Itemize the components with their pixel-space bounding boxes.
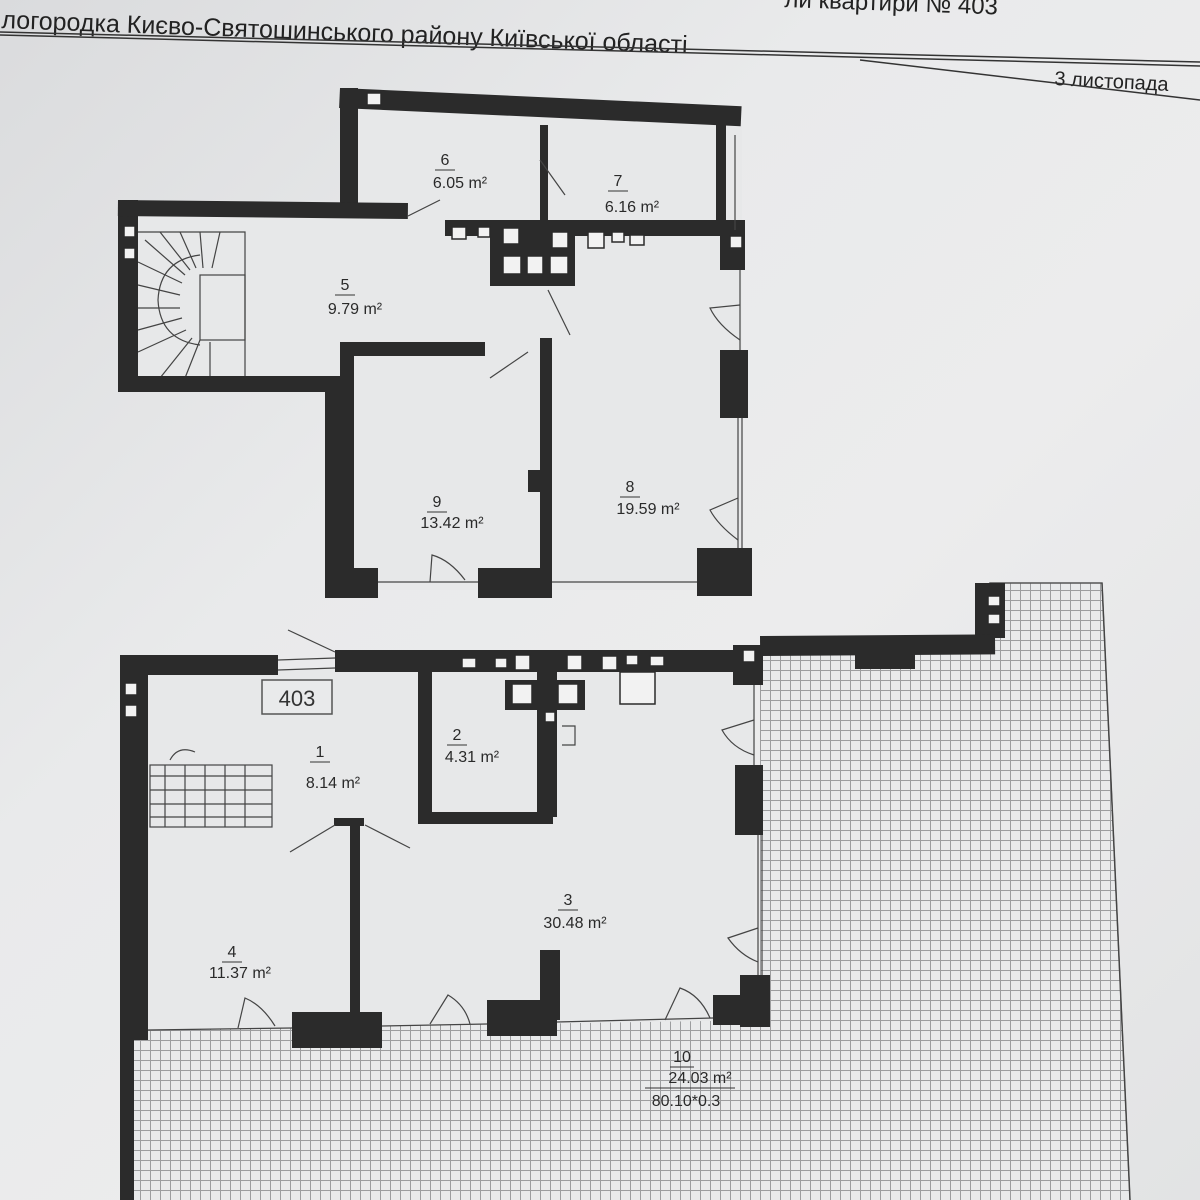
upper-floor — [117, 88, 752, 598]
walls-lower — [120, 583, 1005, 1200]
door-swings-lower — [237, 629, 759, 1029]
room-4-number: 4 — [228, 944, 237, 961]
room-1-area: 8.14 m² — [306, 775, 361, 792]
walls-upper — [117, 88, 752, 598]
room-10-area: 24.03 m² — [668, 1070, 732, 1087]
room-2-number: 2 — [453, 727, 462, 744]
windows-upper — [378, 135, 743, 583]
room-4-area: 11.37 m² — [209, 965, 272, 982]
room-3-area: 30.48 m² — [543, 915, 607, 932]
room-labels: 1 8.14 m² 2 4.31 m² 3 30.48 m² 4 11.37 m… — [209, 152, 735, 1110]
windows-lower — [147, 582, 1131, 1200]
room-6-number: 6 — [441, 152, 450, 169]
room-9-area: 13.42 m² — [420, 515, 484, 532]
room-1-number: 1 — [316, 744, 325, 761]
room-10-number: 10 — [673, 1049, 691, 1066]
apartment-number: 403 — [279, 686, 316, 711]
room-7-area: 6.16 m² — [605, 199, 660, 216]
room-6-area: 6.05 m² — [433, 175, 488, 192]
room-8-area: 19.59 m² — [616, 501, 680, 518]
door-swings-upper — [407, 159, 741, 583]
room-10-note: 80.10*0.3 — [652, 1093, 721, 1110]
lower-floor: 403 — [120, 582, 1131, 1200]
room-3-number: 3 — [564, 892, 573, 909]
room-5-area: 9.79 m² — [328, 301, 383, 318]
room-8-number: 8 — [626, 479, 635, 496]
room-5-number: 5 — [341, 277, 350, 294]
vent-blocks-upper — [123, 92, 743, 275]
room-7-number: 7 — [614, 173, 623, 190]
header-rules — [0, 31, 1200, 101]
room-2-area: 4.31 m² — [445, 749, 500, 766]
apartment-number-box — [261, 679, 333, 715]
vent-blocks-lower — [124, 595, 1001, 723]
room-9-number: 9 — [433, 494, 442, 511]
staircase-lower — [149, 749, 273, 828]
